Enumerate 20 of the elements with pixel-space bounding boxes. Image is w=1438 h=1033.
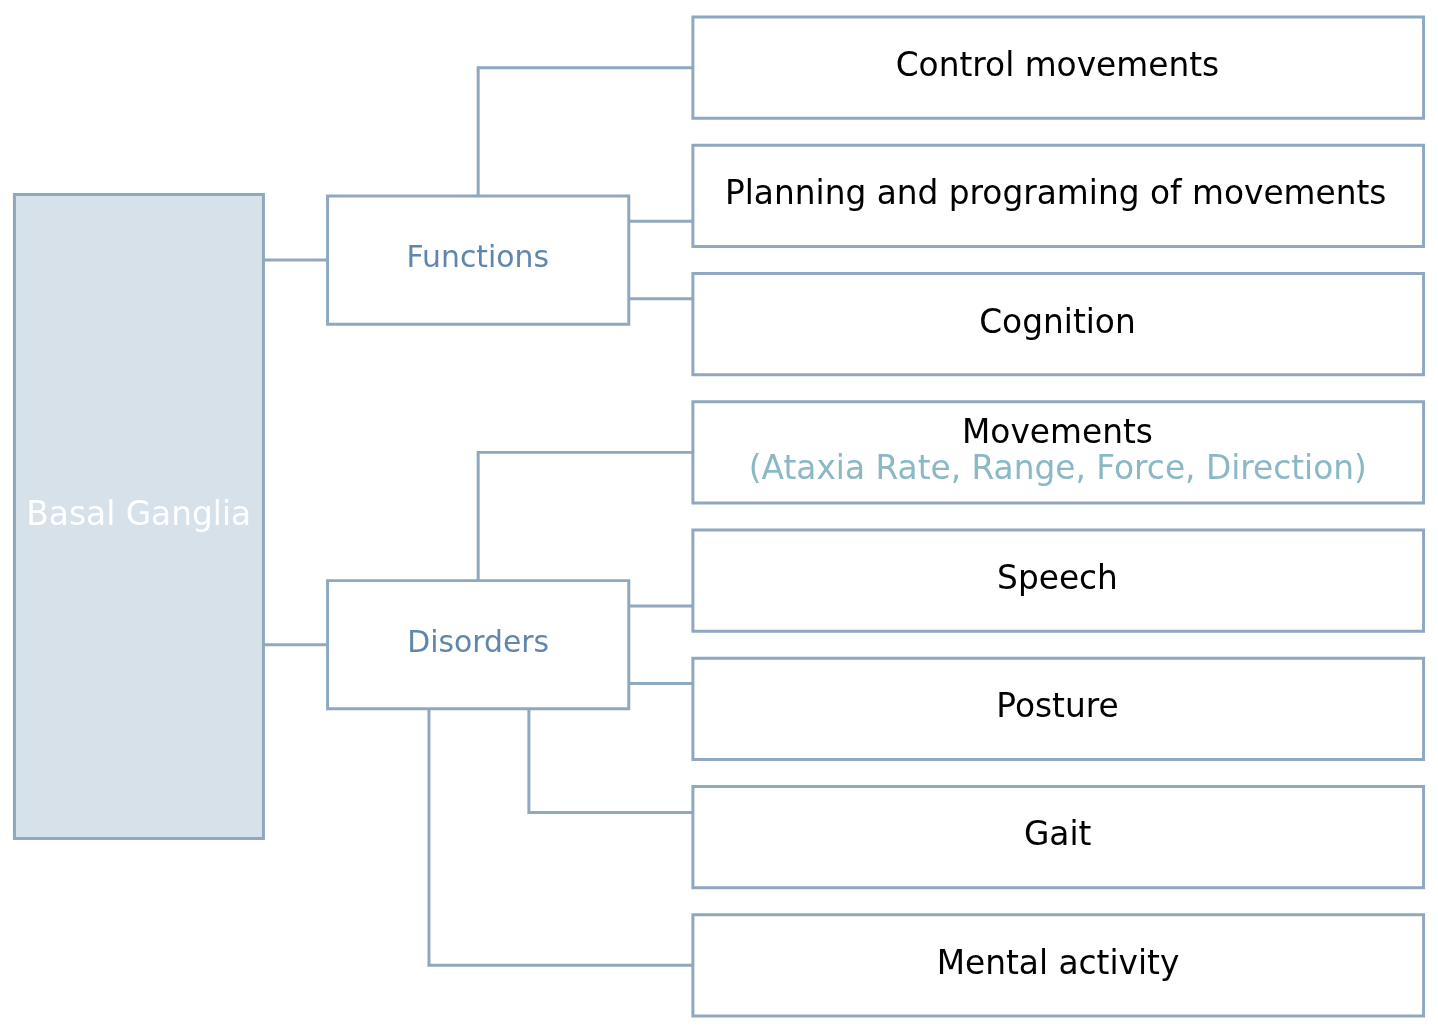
node-box: Speech — [691, 528, 1426, 633]
node-box: Gait — [691, 784, 1426, 890]
connector — [476, 450, 693, 581]
connector — [629, 297, 693, 301]
connector — [629, 604, 693, 608]
node-box: Control movements — [691, 15, 1426, 120]
node-box: Posture — [691, 656, 1426, 762]
node-box: Cognition — [691, 271, 1426, 377]
node-box: Movements (Ataxia Rate, Range, Force, Direction) — [691, 400, 1426, 505]
connector — [263, 258, 328, 262]
node-box: Functions — [326, 194, 631, 326]
connector — [427, 709, 693, 967]
node-box: Planning and programing of movements — [691, 143, 1426, 249]
connector — [527, 709, 693, 814]
node-box: Disorders — [326, 579, 631, 711]
connector — [629, 219, 693, 223]
connector — [476, 66, 693, 196]
connector — [629, 682, 693, 685]
node-box: Mental activity — [691, 913, 1426, 1018]
connector — [263, 643, 328, 647]
